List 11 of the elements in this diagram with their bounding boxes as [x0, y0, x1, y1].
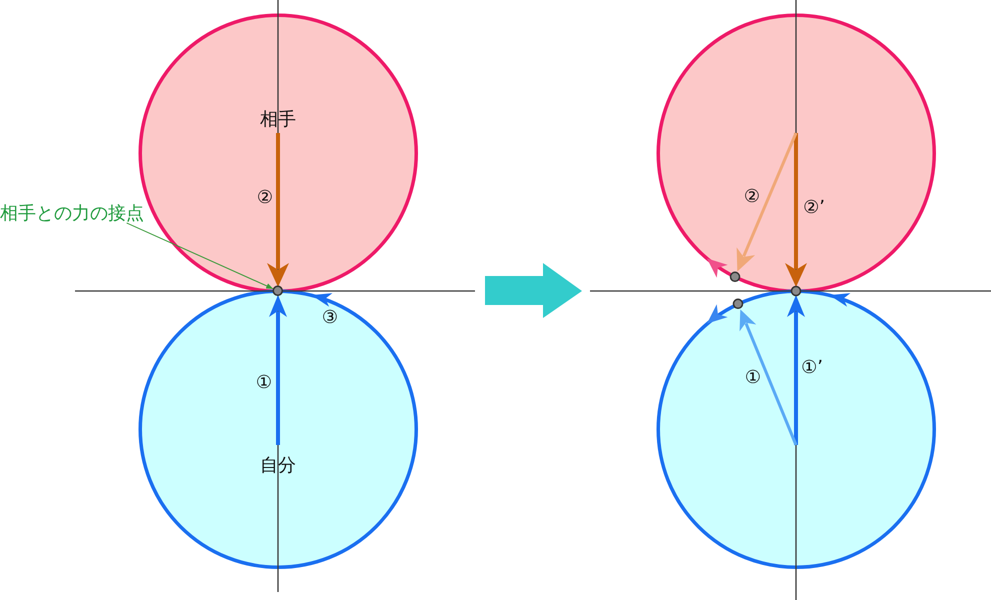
- node-label: 自分: [259, 456, 297, 476]
- node-label: 相手: [259, 110, 297, 130]
- force-label: ①: [256, 374, 272, 392]
- force-label: ②: [744, 188, 760, 206]
- force-label: ②: [256, 189, 274, 207]
- force-label: ①’: [801, 359, 823, 377]
- leader-line: [126, 222, 274, 290]
- force-label: ②’: [803, 199, 825, 217]
- callout-text: 相手との力の接点: [0, 205, 144, 223]
- force-label: ③: [322, 309, 338, 327]
- force-label: ①: [744, 369, 762, 387]
